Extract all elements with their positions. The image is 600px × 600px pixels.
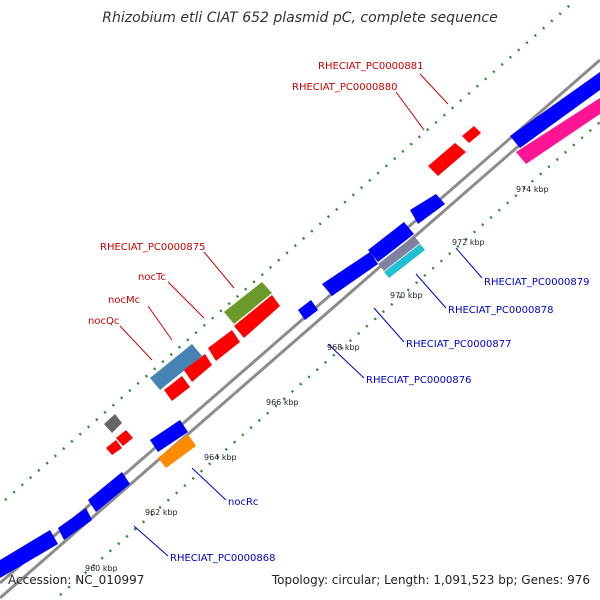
- callout-nocMc: [147, 305, 173, 341]
- gene-rheciat-pc0000880[interactable]: [428, 143, 466, 176]
- gene-rheciat-pc0000868[interactable]: [58, 508, 92, 540]
- label-rheciat-pc0000875: RHECIAT_PC0000875: [100, 242, 205, 253]
- callout-878: [415, 273, 447, 309]
- gene-magenta-top-right[interactable]: [516, 98, 600, 164]
- label-rheciat-pc0000879: RHECIAT_PC0000879: [484, 277, 589, 288]
- gene-rheciat-pc0000881[interactable]: [462, 126, 481, 143]
- label-rheciat-pc0000868: RHECIAT_PC0000868: [170, 553, 275, 564]
- callout-nocTc: [167, 281, 205, 319]
- label-nocRc: nocRc: [228, 497, 258, 508]
- label-nocMc: nocMc: [108, 295, 140, 306]
- gene-rheciat-pc0000878-b[interactable]: [378, 236, 420, 271]
- gene-rheciat-pc0000879[interactable]: [410, 194, 445, 224]
- tick-label-968: 968 kbp: [327, 343, 360, 352]
- gene-nocQc-c[interactable]: [164, 376, 190, 401]
- gene-grey-small[interactable]: [104, 414, 122, 433]
- label-rheciat-pc0000881: RHECIAT_PC0000881: [318, 61, 423, 72]
- tick-row-outer: [4, 4, 571, 501]
- gene-rheciat-pc0000878-c[interactable]: [384, 244, 425, 278]
- label-rheciat-pc0000876: RHECIAT_PC0000876: [366, 375, 471, 386]
- gene-rheciat-pc0000878-a[interactable]: [368, 222, 414, 262]
- tick-label-972: 972 kbp: [452, 238, 485, 247]
- label-rheciat-pc0000878: RHECIAT_PC0000878: [448, 305, 553, 316]
- gene-blue-near-964[interactable]: [150, 420, 188, 452]
- tick-label-960: 960 kbp: [85, 564, 118, 573]
- gene-rheciat-pc0000876[interactable]: [298, 300, 318, 320]
- callout-880: [395, 91, 425, 131]
- tick-label-970: 970 kbp: [390, 291, 423, 300]
- callout-875: [203, 251, 235, 289]
- gene-red-small-a[interactable]: [116, 430, 133, 446]
- gene-blue-bottom-left[interactable]: [0, 530, 58, 578]
- tick-label-962: 962 kbp: [145, 508, 178, 517]
- gene-nocMc[interactable]: [208, 330, 240, 361]
- backbone-line-inner: [0, 73, 600, 600]
- gene-nocRc[interactable]: [158, 434, 196, 468]
- tick-label-974: 974 kbp: [516, 185, 549, 194]
- summary-text: Topology: circular; Length: 1,091,523 bp…: [271, 573, 590, 587]
- callout-nocQc: [119, 325, 153, 361]
- gene-nocTc[interactable]: [234, 295, 280, 338]
- callout-nocRc: [191, 467, 227, 501]
- gene-red-small-b[interactable]: [106, 440, 122, 455]
- label-rheciat-pc0000880: RHECIAT_PC0000880: [292, 82, 397, 93]
- callout-876: [327, 343, 365, 379]
- gene-rheciat-pc0000875[interactable]: [224, 282, 272, 324]
- label-nocQc: nocQc: [88, 316, 119, 327]
- callout-868: [133, 525, 169, 557]
- tick-label-964: 964 kbp: [204, 453, 237, 462]
- accession-text: Accession: NC_010997: [8, 573, 145, 587]
- tick-label-966: 966 kbp: [266, 398, 299, 407]
- gene-blue-962[interactable]: [88, 472, 130, 512]
- label-rheciat-pc0000877: RHECIAT_PC0000877: [406, 339, 511, 350]
- gene-blue-top-right[interactable]: [510, 72, 600, 148]
- callout-877: [373, 307, 405, 343]
- label-nocTc: nocTc: [138, 272, 166, 283]
- gene-nocQc-b[interactable]: [184, 354, 212, 382]
- map-title: Rhizobium etli CIAT 652 plasmid pC, comp…: [102, 10, 498, 26]
- callout-881: [419, 73, 449, 105]
- callout-879: [455, 247, 483, 279]
- gene-rheciat-pc0000877[interactable]: [322, 252, 378, 296]
- gene-nocQc-a[interactable]: [150, 344, 202, 390]
